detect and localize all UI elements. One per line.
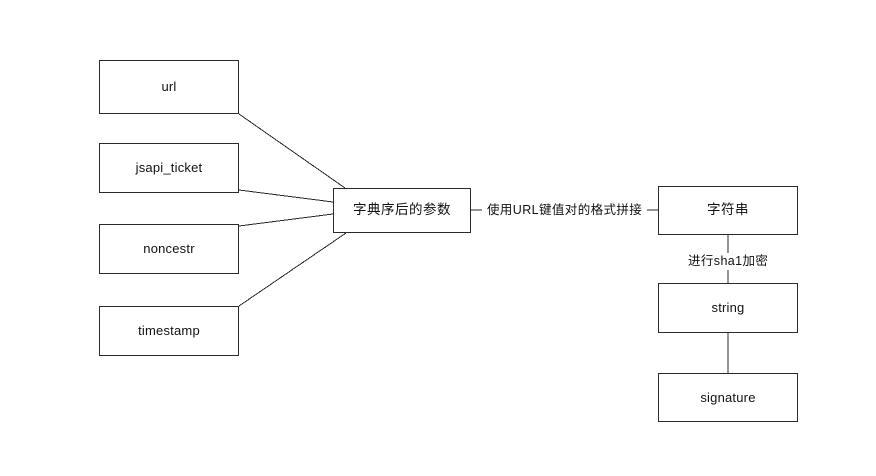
node-label-string: string xyxy=(711,300,745,316)
node-label-url: url xyxy=(161,79,177,95)
edge-jsapi-to-sorted xyxy=(238,189,334,203)
node-label-timestamp: timestamp xyxy=(138,323,200,339)
node-label-sorted: 字典序后的参数 xyxy=(353,202,451,218)
edge-timestamp-to-sorted xyxy=(238,232,347,307)
node-timestamp[interactable]: timestamp xyxy=(99,306,239,356)
node-rawstring[interactable]: 字符串 xyxy=(658,186,798,235)
node-label-rawstring: 字符串 xyxy=(707,202,749,218)
node-label-noncestr: noncestr xyxy=(143,241,195,257)
node-url[interactable]: url xyxy=(99,60,239,114)
edge-label-sha1: 进行sha1加密 xyxy=(683,253,774,270)
edge-noncestr-to-sorted xyxy=(238,213,334,227)
node-string[interactable]: string xyxy=(658,283,798,333)
node-signature[interactable]: signature xyxy=(658,373,798,422)
node-noncestr[interactable]: noncestr xyxy=(99,224,239,274)
edge-label-concat: 使用URL键值对的格式拼接 xyxy=(482,202,648,219)
edge-url-to-sorted xyxy=(238,113,346,189)
node-label-jsapi: jsapi_ticket xyxy=(135,160,203,176)
node-label-signature: signature xyxy=(700,389,756,405)
node-sorted[interactable]: 字典序后的参数 xyxy=(333,188,471,233)
node-jsapi[interactable]: jsapi_ticket xyxy=(99,143,239,193)
